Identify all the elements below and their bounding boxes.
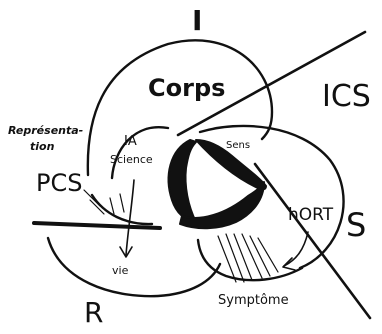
ring-symbolic-lower — [196, 238, 304, 282]
arrow-from-hort — [283, 231, 309, 267]
label-s: S — [346, 206, 366, 244]
label-science: Science — [110, 153, 153, 166]
ring-imaginary-left-lower — [90, 193, 154, 226]
label-ia: IA — [124, 134, 137, 149]
label-pcs: PCS — [36, 169, 82, 197]
label-representation-line2: tion — [30, 140, 55, 153]
lower-right-line — [253, 162, 372, 320]
label-hort: hORT — [288, 205, 334, 225]
ring-real — [110, 125, 170, 180]
symptome-hatching — [217, 233, 279, 283]
pcs-line — [32, 221, 162, 230]
arrow-from-hort-head — [282, 257, 296, 271]
central-wedge-filled — [195, 139, 267, 191]
science-hatching — [83, 189, 125, 215]
label-sens: Sens — [226, 140, 250, 151]
arrow-to-vie — [125, 179, 135, 256]
ics-line — [176, 30, 367, 137]
label-i: I — [192, 4, 202, 37]
ring-imaginary — [86, 39, 274, 177]
central-arc-filled — [179, 181, 265, 230]
label-representation-line1: Représenta- — [8, 124, 83, 137]
arrow-to-vie-head — [119, 246, 133, 258]
ring-real-lower — [46, 236, 222, 298]
label-ics: ICS — [322, 79, 371, 114]
label-corps: Corps — [148, 74, 225, 102]
central-knot-filled — [167, 139, 197, 223]
label-r: R — [84, 296, 103, 329]
label-vie: vie — [112, 264, 129, 277]
ring-symbolic — [198, 124, 345, 270]
label-symptome: Symptôme — [218, 293, 289, 308]
